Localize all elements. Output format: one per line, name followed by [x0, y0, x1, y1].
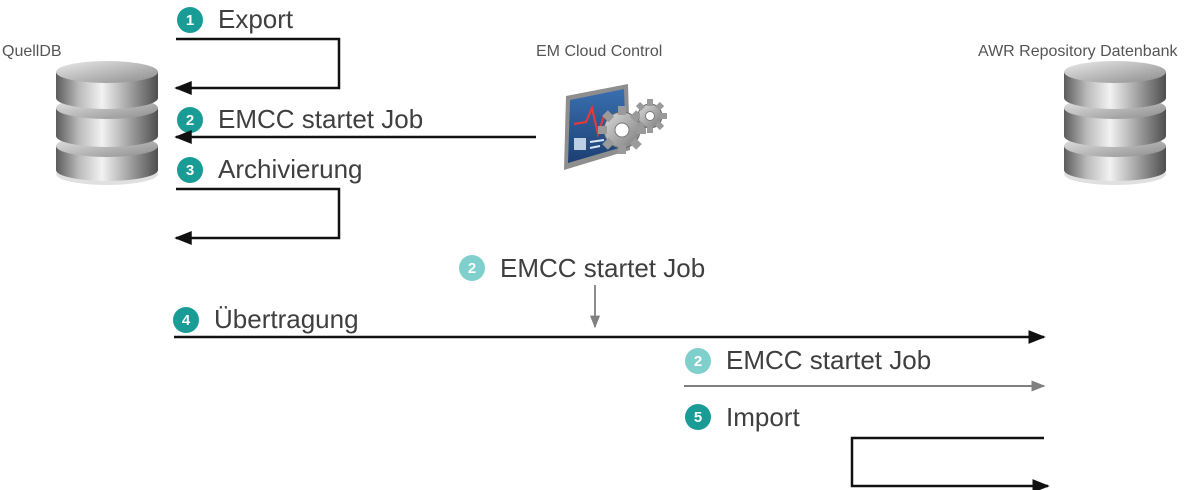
em-cloud-control-label: EM Cloud Control	[536, 43, 662, 60]
step-badge-number: 2	[468, 260, 476, 277]
step-emcc-start-source: 2 EMCC startet Job	[174, 104, 536, 144]
step-badge-number: 1	[186, 12, 194, 29]
step-badge-2-light	[685, 348, 711, 374]
step-emcc-start-awr: 2 EMCC startet Job	[684, 345, 1046, 392]
step-label: Archivierung	[218, 154, 363, 184]
step-badge-number: 4	[182, 312, 191, 329]
step-label: EMCC startet Job	[726, 345, 931, 375]
step-label: Übertragung	[214, 304, 359, 334]
step-transfer: 4 Übertragung	[173, 304, 1046, 344]
step-badge-4	[173, 307, 199, 333]
step-export: 1 Export	[174, 4, 341, 95]
step-badge-3	[177, 157, 203, 183]
step-badge-1	[177, 7, 203, 33]
step-badge-5	[685, 404, 711, 430]
source-db-label: QuellDB	[2, 43, 62, 60]
awr-database-icon	[1064, 61, 1166, 185]
step-import: 5 Import	[685, 402, 1050, 490]
archive-loop-arrow	[174, 187, 341, 245]
step-archive: 3 Archivierung	[174, 154, 363, 245]
step-badge-2	[177, 107, 203, 133]
step-label: EMCC startet Job	[500, 253, 705, 283]
step-badge-number: 3	[186, 162, 194, 179]
awr-db-label: AWR Repository Datenbank	[978, 43, 1178, 60]
export-loop-arrow	[174, 37, 341, 95]
step-label: Import	[726, 402, 800, 432]
step-badge-2-light	[459, 255, 485, 281]
step-badge-number: 2	[694, 353, 702, 370]
step-badge-number: 2	[186, 112, 194, 129]
step-emcc-start-transfer: 2 EMCC startet Job	[459, 253, 705, 329]
source-database-icon	[56, 61, 158, 185]
step-badge-number: 5	[694, 409, 702, 426]
monitor-gears-icon	[564, 84, 667, 170]
step-label: EMCC startet Job	[218, 104, 423, 134]
import-loop-arrow	[850, 436, 1050, 490]
step-label: Export	[218, 4, 294, 34]
